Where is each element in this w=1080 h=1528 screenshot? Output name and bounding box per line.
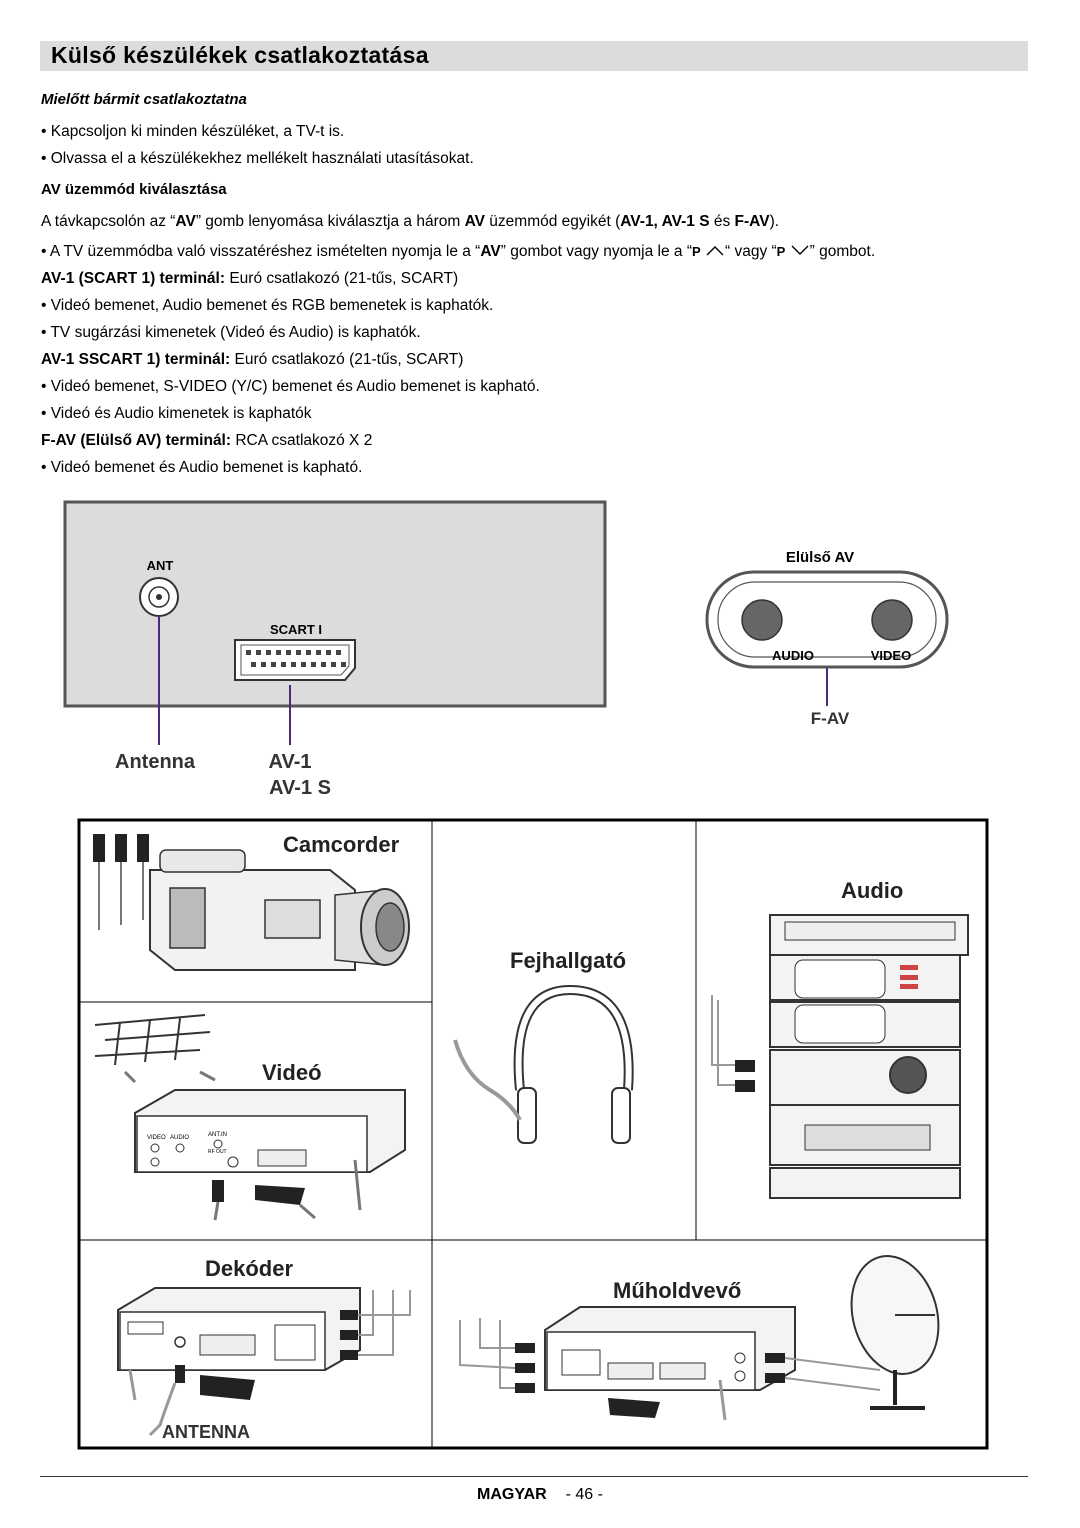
av-text-b3: AV-1, AV-1 S [620,213,710,230]
decoder-label: Dekóder [205,1256,293,1281]
tv-return-line: • A TV üzemmódba való visszatéréshez ism… [41,243,875,261]
chevron-up-icon [706,246,724,256]
tv-return-b1: AV [480,243,501,260]
footer-language: MAGYAR [477,1486,547,1503]
audio-label: Audio [841,878,903,903]
tv-return-3: “ vagy “ [724,243,777,260]
fav-label: F-AV (Elülső AV) terminál: [41,432,232,449]
connector-diagram: ANT SCART I Antenna AV-1 AV-1 S Elülső A… [63,500,949,799]
title-bar: Külső készülékek csatlakoztatása [40,41,1028,71]
antenna-device-label: ANTENNA [162,1422,250,1442]
fav-desc: RCA csatlakozó X 2 [231,432,373,449]
vcr-ant-in-label: ANT.IN [208,1132,227,1138]
vcr-video-label: VIDEO [147,1135,166,1141]
video-jack-icon [871,599,913,641]
tv-return-1: • A TV üzemmódba való visszatéréshez ism… [41,243,481,260]
device-grid: Camcorder Videó VIDEO AUDIO ANT.IN RF OU… [77,818,989,1450]
av1s-bullet-1: • Videó bemenet, S-VIDEO (Y/C) bemenet é… [41,378,540,395]
camcorder-icon [93,834,410,971]
tv-return-2: ” gombot vagy nyomja le a “ [500,243,692,260]
av-text-b2: AV [464,213,485,230]
av-text-b1: AV [175,213,196,230]
front-av-title: Elülső AV [786,549,854,566]
chevron-down-icon [791,245,809,255]
headphone-label: Fejhallgató [510,948,626,973]
page-footer: MAGYAR - 46 - [0,1486,1080,1504]
av-mode-heading: AV üzemmód kiválasztása [41,181,227,198]
tv-return-4: ” gombot. [809,243,876,260]
scart-label: SCART I [270,622,322,637]
fav-line: F-AV (Elülső AV) terminál: RCA csatlakoz… [41,432,372,450]
scart-socket-icon [234,639,356,681]
vcr-audio-label: AUDIO [170,1135,189,1141]
av-text-3: üzemmód egyikét ( [485,213,621,230]
p-down-key: P [776,244,786,259]
av-text-1: A távkapcsolón az “ [41,213,176,230]
vcr-icon: VIDEO AUDIO ANT.IN RF OUT [94,1014,406,1221]
av1s-bullet-2: • Videó és Audio kimenetek is kaphatók [41,405,312,422]
fav-bullet-1: • Videó bemenet és Audio bemenet is kaph… [41,459,363,476]
av1-terminal-label: AV-1 [269,751,312,773]
page-title: Külső készülékek csatlakoztatása [51,42,429,68]
av1-desc: Euró csatlakozó (21-tűs, SCART) [225,270,459,287]
ant-label: ANT [147,558,174,573]
page-number: - 46 - [565,1486,603,1503]
av1s-desc: Euró csatlakozó (21-tűs, SCART) [230,351,464,368]
av-text-5: ). [769,213,780,230]
bullet-read-manuals: • Olvassa el a készülékekhez mellékelt h… [41,150,474,167]
av-text-4: és [709,213,735,230]
av1-label: AV-1 (SCART 1) terminál: [41,270,226,287]
camcorder-label: Camcorder [283,832,400,857]
video-jack-label: VIDEO [871,648,911,663]
av1s-terminal-label: AV-1 S [269,777,331,799]
audio-jack-icon [741,599,783,641]
av-text-2: ” gomb lenyomása kiválasztja a három [195,213,465,230]
av1-bullet-2: • TV sugárzási kimenetek (Videó és Audio… [41,324,421,341]
decoder-icon [117,1287,411,1437]
ant-socket-icon [139,577,179,617]
footer-rule [40,1476,1028,1477]
av1-bullet-1: • Videó bemenet, Audio bemenet és RGB be… [41,297,494,314]
vcr-rf-out-label: RF OUT [208,1149,227,1155]
fav-terminal-label: F-AV [811,709,850,728]
section-subtitle: Mielőtt bármit csatlakoztatna [41,91,247,108]
bullet-power-off: • Kapcsoljon ki minden készüléket, a TV-… [41,123,345,140]
av-mode-paragraph: A távkapcsolón az “AV” gomb lenyomása ki… [41,213,779,231]
stereo-icon [711,914,969,1199]
video-label: Videó [262,1060,322,1085]
headphone-icon [453,984,634,1144]
satellite-label: Műholdvevő [613,1278,741,1303]
audio-jack-label: AUDIO [772,648,814,663]
antenna-label: Antenna [115,751,196,773]
av1s-label: AV-1 SSCART 1) terminál: [41,351,231,368]
p-up-key: P [692,244,701,259]
av1s-line: AV-1 SSCART 1) terminál: Euró csatlakozó… [41,351,463,369]
av1-line: AV-1 (SCART 1) terminál: Euró csatlakozó… [41,270,458,288]
av-text-b4: F-AV [734,213,770,230]
satellite-receiver-icon [459,1255,940,1421]
